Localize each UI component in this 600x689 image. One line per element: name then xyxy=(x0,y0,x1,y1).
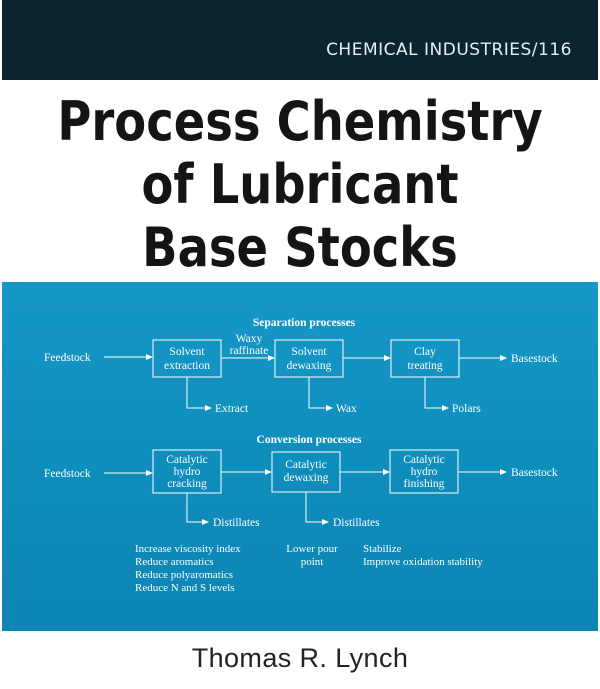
series-band: CHEMICAL INDUSTRIES/116 xyxy=(2,0,598,80)
distillates-label-1: Distillates xyxy=(213,517,260,529)
distillates-label-2: Distillates xyxy=(333,517,380,529)
arrowhead xyxy=(202,519,209,525)
polars-arrow xyxy=(424,377,444,409)
hydrofinishing-line-2: hydro xyxy=(411,466,438,478)
separation-output-label: Basestock xyxy=(511,353,558,365)
author-name: Thomas R. Lynch xyxy=(191,643,409,673)
note-col1-line-4: Reduce N and S levels xyxy=(135,582,235,594)
arrowhead xyxy=(500,469,507,475)
arrowhead xyxy=(383,469,390,475)
solvent-dewaxing-line-1: Solvent xyxy=(291,346,327,358)
arrowhead xyxy=(205,405,212,411)
hydrofinishing-line-3: finishing xyxy=(404,478,445,490)
waxy-raffinate-label-2: raffinate xyxy=(230,345,269,357)
arrowhead xyxy=(500,355,507,361)
hydrofinishing-line-1: Catalytic xyxy=(403,454,445,466)
hydrocracking-line-2: hydro xyxy=(174,466,201,478)
conversion-heading: Conversion processes xyxy=(257,434,362,446)
note-col3-line-2: Improve oxidation stability xyxy=(363,556,483,568)
solvent-extraction-line-1: Solvent xyxy=(169,346,205,358)
process-diagram-panel: Separation processes Feedstock Solvent e… xyxy=(2,282,598,631)
title-line-3: Base Stocks xyxy=(142,216,458,279)
clay-treating-line-1: Clay xyxy=(414,346,436,358)
separation-input-label: Feedstock xyxy=(44,352,91,364)
solvent-extraction-line-2: extraction xyxy=(164,360,210,372)
arrowhead xyxy=(442,405,449,411)
arrowhead xyxy=(322,519,329,525)
arrowhead xyxy=(146,470,153,476)
separation-heading: Separation processes xyxy=(253,317,356,329)
conversion-input-label: Feedstock xyxy=(44,468,91,480)
polars-label: Polars xyxy=(452,403,481,415)
note-col3-line-1: Stabilize xyxy=(363,543,402,555)
hydrocracking-line-1: Catalytic xyxy=(166,454,208,466)
note-col1-line-2: Reduce aromatics xyxy=(135,556,214,568)
process-flow-diagram: Separation processes Feedstock Solvent e… xyxy=(44,317,558,594)
wax-label: Wax xyxy=(336,403,357,415)
extract-label: Extract xyxy=(215,403,249,415)
note-col1-line-3: Reduce polyaromatics xyxy=(135,569,233,581)
book-title: Process Chemistry of Lubricant Base Stoc… xyxy=(42,90,558,279)
conversion-output-label: Basestock xyxy=(511,467,558,479)
solvent-dewaxing-line-2: dewaxing xyxy=(287,360,332,372)
arrowhead xyxy=(268,355,275,361)
arrowhead xyxy=(265,469,272,475)
catalytic-dewaxing-line-1: Catalytic xyxy=(285,459,327,471)
series-label: CHEMICAL INDUSTRIES/116 xyxy=(326,40,572,60)
note-col2-line-2: point xyxy=(301,556,324,568)
arrowhead xyxy=(146,354,153,360)
arrowhead xyxy=(384,355,391,361)
waxy-raffinate-label-1: Waxy xyxy=(236,333,263,345)
distillates-arrow-1 xyxy=(186,493,204,523)
extract-arrow xyxy=(186,377,207,409)
arrowhead xyxy=(326,405,333,411)
hydrocracking-line-3: cracking xyxy=(167,478,207,490)
catalytic-dewaxing-line-2: dewaxing xyxy=(284,472,329,484)
title-line-2: of Lubricant xyxy=(141,153,459,216)
clay-treating-line-2: treating xyxy=(407,360,442,372)
title-line-1: Process Chemistry xyxy=(57,90,543,153)
distillates-arrow-2 xyxy=(305,492,324,523)
note-col1-line-1: Increase viscosity index xyxy=(135,543,241,555)
note-col2-line-1: Lower pour xyxy=(286,543,338,555)
wax-arrow xyxy=(308,377,328,409)
